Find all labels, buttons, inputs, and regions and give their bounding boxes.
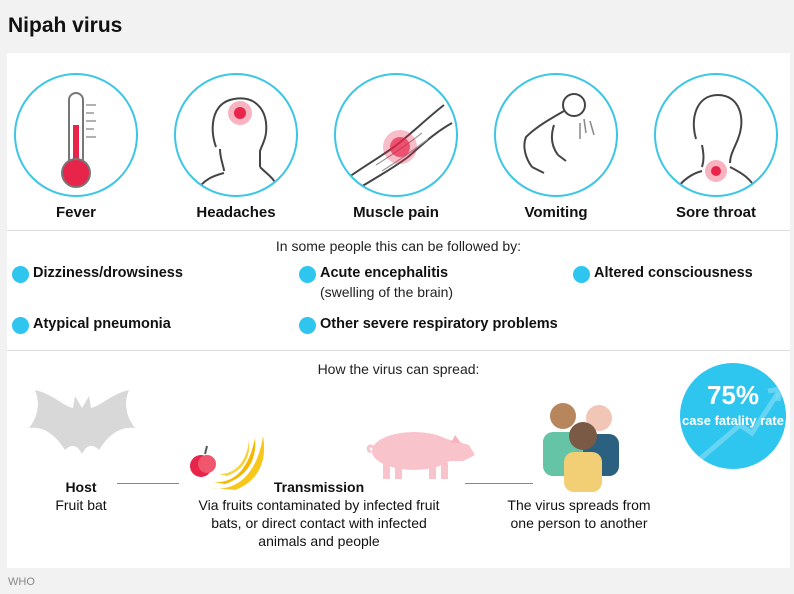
symptom-label: Muscle pain bbox=[353, 204, 439, 221]
bat-icon bbox=[29, 390, 135, 454]
bullet-dot-icon bbox=[12, 317, 29, 334]
divider bbox=[7, 230, 790, 231]
divider bbox=[7, 350, 790, 351]
bullet-dot-icon bbox=[573, 266, 590, 283]
fatality-badge: 75% case fatality rate bbox=[680, 363, 786, 469]
fruit-icon bbox=[190, 436, 265, 490]
source-credit: WHO bbox=[8, 576, 35, 588]
symptom-vomiting: Vomiting bbox=[491, 73, 621, 221]
transmission-title: Transmission bbox=[273, 479, 365, 495]
headache-icon bbox=[195, 97, 281, 194]
infographic-panel: Fever Headaches Muscle pain bbox=[7, 53, 790, 568]
followup-item: Altered consciousness bbox=[573, 265, 753, 283]
symptom-label: Sore throat bbox=[675, 204, 756, 221]
thermometer-icon bbox=[61, 92, 96, 188]
followup-item: Atypical pneumonia bbox=[12, 316, 171, 334]
followup-item: Dizziness/drowsiness bbox=[12, 265, 183, 283]
transmission-block: Transmission Via fruits contaminated by … bbox=[189, 478, 449, 550]
trend-arrow-icon bbox=[698, 385, 784, 461]
followup-item: Acute encephalitis (swelling of the brai… bbox=[299, 265, 453, 300]
bullet-dot-icon bbox=[12, 266, 29, 283]
bullet-dot-icon bbox=[299, 266, 316, 283]
person-spread-text: The virus spreads from one person to ano… bbox=[507, 497, 651, 531]
followup-label: Acute encephalitis bbox=[320, 265, 449, 281]
symptom-fever: Fever bbox=[11, 73, 141, 221]
followup-note: (swelling of the brain) bbox=[320, 284, 454, 300]
host-title: Host bbox=[65, 479, 97, 495]
people-icon bbox=[543, 403, 619, 492]
spread-heading: How the virus can spread: bbox=[317, 361, 480, 377]
followup-item: Other severe respiratory problems bbox=[299, 316, 558, 334]
pig-icon bbox=[366, 432, 475, 479]
connector-line bbox=[117, 483, 179, 484]
page-title: Nipah virus bbox=[8, 14, 123, 37]
sore-throat-icon bbox=[673, 93, 759, 194]
symptom-label: Fever bbox=[55, 204, 97, 221]
transmission-text: Via fruits contaminated by infected frui… bbox=[198, 497, 440, 549]
vomiting-icon bbox=[523, 93, 595, 174]
host-text: Fruit bat bbox=[55, 497, 107, 513]
fatality-label: case fatality rate bbox=[682, 413, 784, 428]
symptom-headaches: Headaches bbox=[171, 73, 301, 221]
host-block: Host Fruit bat bbox=[31, 478, 131, 514]
fatality-value: 75% bbox=[706, 380, 760, 410]
followup-heading: In some people this can be followed by: bbox=[275, 238, 522, 254]
muscle-pain-icon bbox=[345, 104, 453, 192]
connector-line bbox=[465, 483, 533, 484]
bullet-dot-icon bbox=[299, 317, 316, 334]
symptom-label: Vomiting bbox=[524, 204, 588, 221]
symptom-sore-throat: Sore throat bbox=[651, 73, 781, 221]
symptom-muscle-pain: Muscle pain bbox=[331, 73, 461, 221]
symptom-label: Headaches bbox=[196, 204, 276, 221]
